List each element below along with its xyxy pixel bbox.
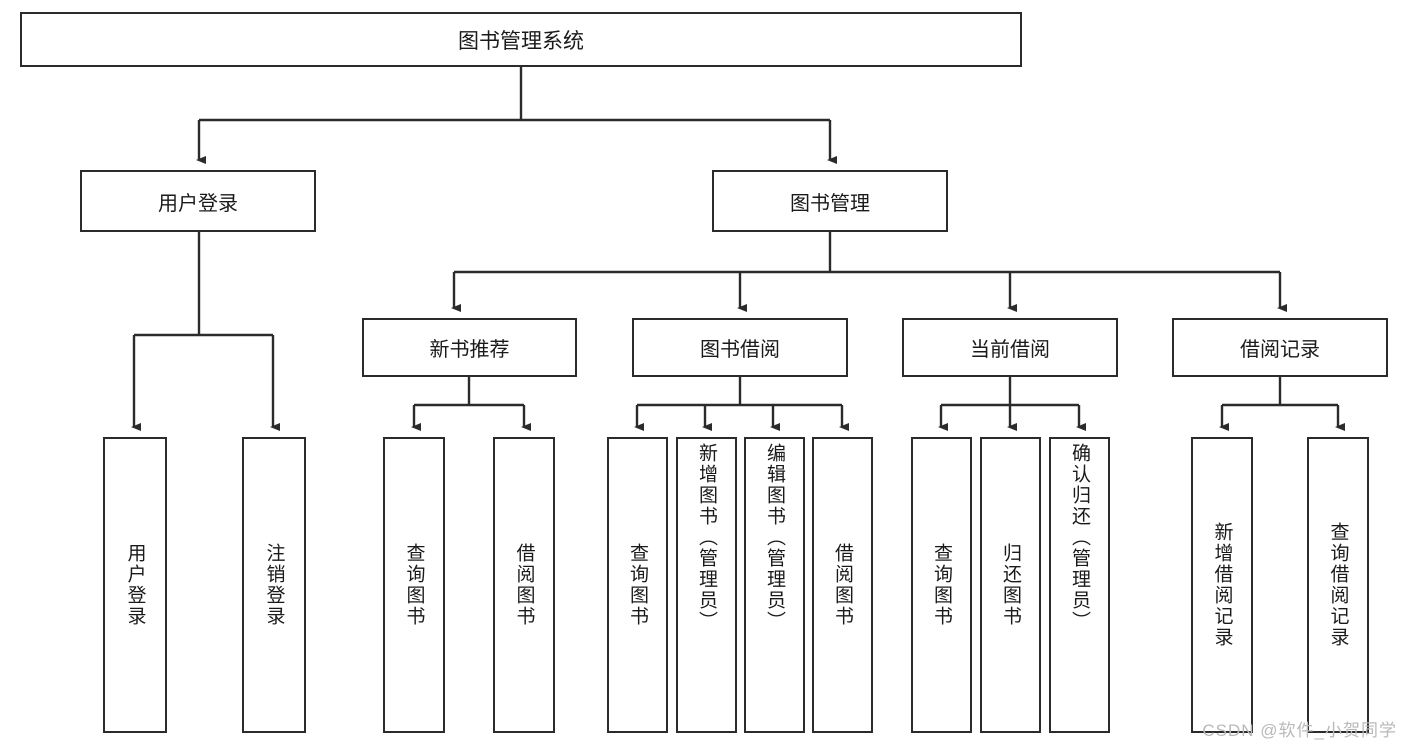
node-leaf-query-book-3[interactable]: 查询图书 <box>911 437 972 733</box>
node-root[interactable]: 图书管理系统 <box>20 12 1022 67</box>
node-leaf-query-book-1[interactable]: 查询图书 <box>383 437 445 733</box>
node-leaf-user-login[interactable]: 用户登录 <box>103 437 167 733</box>
node-leaf-query-book-1-label: 查询图书 <box>403 543 425 627</box>
node-leaf-confirm-return-admin[interactable]: 确认归还（管理员） <box>1049 437 1110 733</box>
node-leaf-query-borrow-record[interactable]: 查询借阅记录 <box>1307 437 1369 733</box>
node-leaf-query-book-2[interactable]: 查询图书 <box>607 437 668 733</box>
node-leaf-confirm-return-admin-label: 确认归还（管理员） <box>1069 443 1090 632</box>
node-user-login-label: 用户登录 <box>158 192 238 215</box>
node-current-borrow[interactable]: 当前借阅 <box>902 318 1118 377</box>
node-leaf-add-book-admin[interactable]: 新增图书（管理员） <box>676 437 737 733</box>
node-user-login[interactable]: 用户登录 <box>80 170 316 232</box>
node-leaf-add-borrow-record-label: 新增借阅记录 <box>1211 522 1233 648</box>
node-leaf-query-book-3-label: 查询图书 <box>931 543 952 627</box>
node-leaf-query-book-2-label: 查询图书 <box>627 543 648 627</box>
node-current-borrow-label: 当前借阅 <box>970 339 1050 361</box>
node-leaf-edit-book-admin[interactable]: 编辑图书（管理员） <box>744 437 805 733</box>
node-leaf-edit-book-admin-label: 编辑图书（管理员） <box>764 443 785 632</box>
node-leaf-user-login-label: 用户登录 <box>124 543 146 627</box>
node-book-borrow-label: 图书借阅 <box>700 339 780 361</box>
node-leaf-return-book-label: 归还图书 <box>1000 543 1021 627</box>
node-leaf-logout[interactable]: 注销登录 <box>242 437 306 733</box>
node-book-management-label: 图书管理 <box>790 192 870 215</box>
node-book-borrow[interactable]: 图书借阅 <box>632 318 848 377</box>
node-root-label: 图书管理系统 <box>458 29 584 53</box>
node-new-book-recommend-label: 新书推荐 <box>429 339 510 361</box>
node-leaf-borrow-book-1-label: 借阅图书 <box>513 543 535 627</box>
node-borrow-record[interactable]: 借阅记录 <box>1172 318 1388 377</box>
node-leaf-return-book[interactable]: 归还图书 <box>980 437 1041 733</box>
node-leaf-borrow-book-2-label: 借阅图书 <box>832 543 853 627</box>
node-leaf-borrow-book-2[interactable]: 借阅图书 <box>812 437 873 733</box>
node-book-management[interactable]: 图书管理 <box>712 170 948 232</box>
node-new-book-recommend[interactable]: 新书推荐 <box>362 318 577 377</box>
node-borrow-record-label: 借阅记录 <box>1240 339 1320 361</box>
node-leaf-add-borrow-record[interactable]: 新增借阅记录 <box>1191 437 1253 733</box>
node-leaf-borrow-book-1[interactable]: 借阅图书 <box>493 437 555 733</box>
node-leaf-logout-label: 注销登录 <box>263 543 285 627</box>
node-leaf-add-book-admin-label: 新增图书（管理员） <box>696 443 717 632</box>
node-leaf-query-borrow-record-label: 查询借阅记录 <box>1327 522 1349 648</box>
